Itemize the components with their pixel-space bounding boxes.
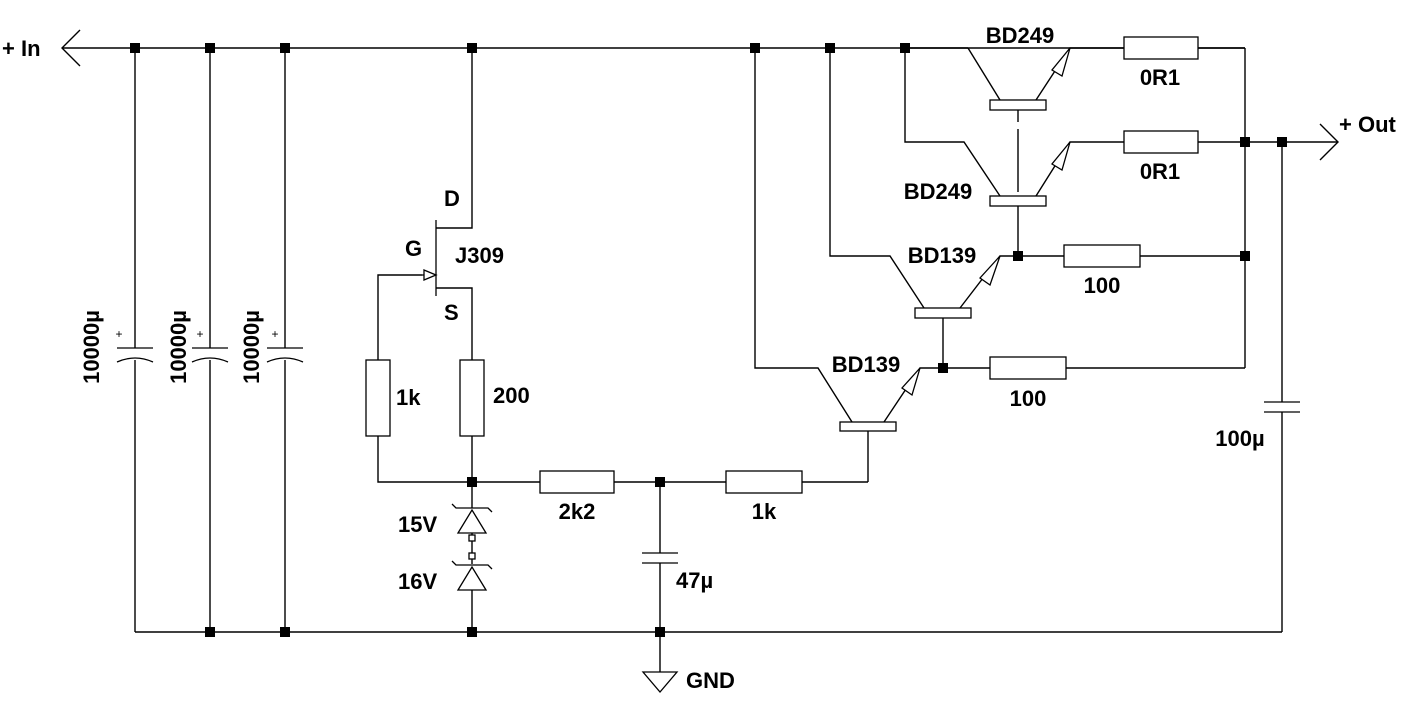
- transistor-bd139-upper-label: BD139: [908, 243, 976, 268]
- input-capacitor-1-label: 10000µ: [79, 310, 104, 384]
- zener-diode-icon: [456, 565, 488, 591]
- source-resistor: 200: [459, 359, 530, 437]
- series-resistor: 2k2: [539, 470, 615, 524]
- driver-resistor-1-label: 100: [1010, 386, 1047, 411]
- transistor-bd249-lower-label: BD249: [904, 179, 972, 204]
- ground-icon: [641, 671, 679, 694]
- jfet-drain-label: D: [444, 186, 460, 211]
- driver-resistor-1: 100: [989, 356, 1067, 411]
- input-capacitor-1: + 10000µ: [79, 310, 154, 384]
- emitter-arrow-icon: [979, 255, 1001, 287]
- zener-16v: 16V: [398, 552, 493, 594]
- base-resistor-label: 1k: [752, 499, 777, 524]
- gate-resistor: 1k: [365, 359, 421, 437]
- transistor-bd139-lower-label: BD139: [832, 352, 900, 377]
- transistor-bd249-upper-label: BD249: [986, 23, 1054, 48]
- source-resistor-label: 200: [493, 383, 530, 408]
- transistor-bd139-upper: BD139: [908, 243, 1001, 319]
- zener-15v: 15V: [398, 503, 493, 542]
- wires: [61, 29, 1339, 672]
- jfet-source-label: S: [444, 300, 459, 325]
- zener-15v-label: 15V: [398, 512, 437, 537]
- filter-capacitor: 47µ: [642, 552, 713, 593]
- jfet-gate-label: G: [405, 236, 422, 261]
- input-capacitor-3-label: 10000µ: [239, 310, 264, 384]
- driver-resistor-2-label: 100: [1084, 273, 1121, 298]
- emitter-resistor-1: 0R1: [1123, 36, 1199, 90]
- ground-symbol: GND: [641, 668, 735, 694]
- gate-arrow-icon: [423, 269, 438, 281]
- zener-diode-icon: [456, 508, 488, 534]
- junction-dots: [130, 43, 1287, 637]
- emitter-resistor-1-label: 0R1: [1140, 65, 1180, 90]
- zener-16v-label: 16V: [398, 569, 437, 594]
- filter-capacitor-label: 47µ: [676, 568, 713, 593]
- jfet-j309: D G J309 S: [405, 186, 504, 325]
- jfet-part-label: J309: [455, 243, 504, 268]
- emitter-arrow-icon: [1051, 141, 1071, 171]
- emitter-resistor-2-label: 0R1: [1140, 159, 1180, 184]
- base-resistor: 1k: [725, 470, 803, 524]
- transistor-bd139-lower: BD139: [832, 352, 921, 432]
- polarity-mark: +: [115, 327, 122, 341]
- input-capacitor-3: + 10000µ: [239, 310, 304, 384]
- input-capacitor-2: + 10000µ: [166, 310, 229, 384]
- gate-resistor-label: 1k: [396, 385, 421, 410]
- emitter-arrow-icon: [1051, 47, 1071, 77]
- output-capacitor-label: 100µ: [1215, 426, 1264, 451]
- series-resistor-label: 2k2: [559, 499, 596, 524]
- output-terminal-label: + Out: [1339, 112, 1397, 137]
- ground-label: GND: [686, 668, 735, 693]
- input-terminal-label: + In: [2, 36, 41, 61]
- input-capacitor-2-label: 10000µ: [166, 310, 191, 384]
- transistor-bd249-upper: BD249: [986, 23, 1071, 111]
- output-capacitor: 100µ: [1215, 401, 1300, 451]
- emitter-arrow-icon: [901, 367, 921, 397]
- transistor-bd249-lower: BD249: [904, 141, 1071, 207]
- polarity-mark: +: [271, 327, 278, 341]
- emitter-resistor-2: 0R1: [1123, 130, 1199, 184]
- polarity-mark: +: [196, 327, 203, 341]
- driver-resistor-2: 100: [1063, 244, 1141, 298]
